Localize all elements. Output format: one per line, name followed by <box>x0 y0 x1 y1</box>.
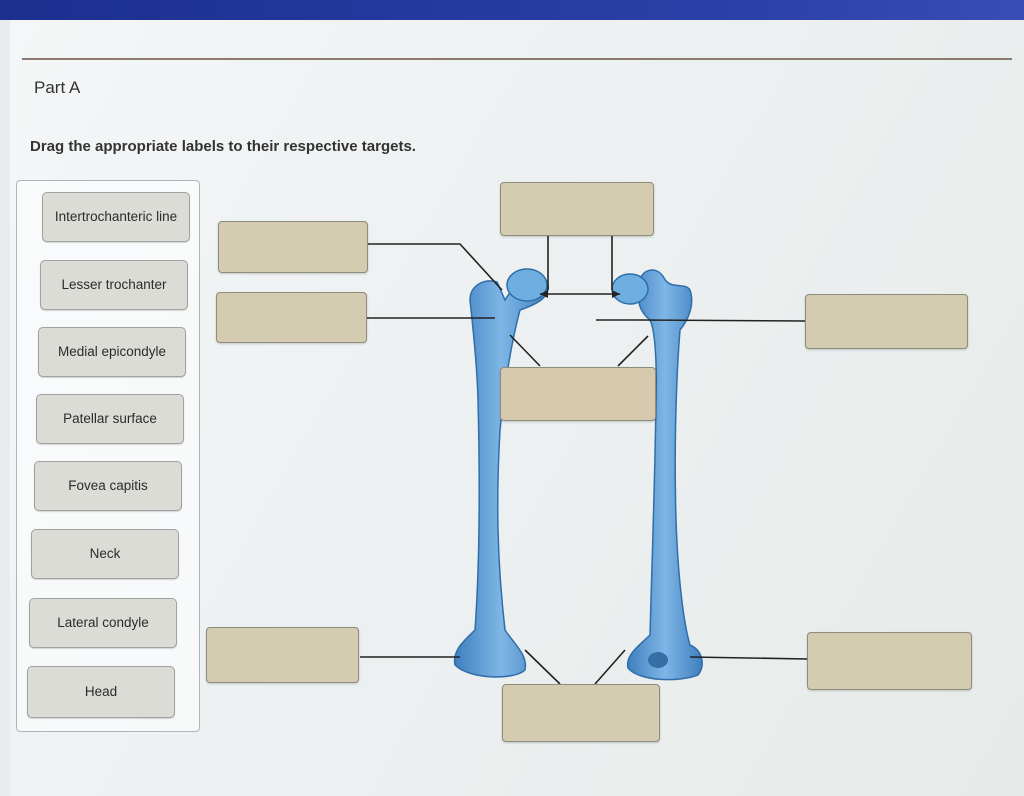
drop-target-2[interactable] <box>216 292 367 343</box>
label-head[interactable]: Head <box>27 666 175 718</box>
label-medial-epicondyle[interactable]: Medial epicondyle <box>38 327 186 377</box>
label-lesser-trochanter[interactable]: Lesser trochanter <box>40 260 188 310</box>
label-lateral-condyle[interactable]: Lateral condyle <box>29 598 177 648</box>
leader-arrowheads <box>540 290 620 298</box>
leader-lines <box>360 236 808 685</box>
right-femur-bone <box>626 269 703 681</box>
right-femur-condyle-notch <box>648 652 668 668</box>
drop-target-4[interactable] <box>500 367 656 421</box>
left-femur-head <box>506 268 548 302</box>
drop-target-7[interactable] <box>502 684 660 742</box>
femur-left-illustration <box>453 268 549 678</box>
drop-target-8[interactable] <box>807 632 972 690</box>
instruction-text: Drag the appropriate labels to their res… <box>30 138 416 155</box>
right-femur-head <box>611 273 649 305</box>
label-fovea-capitis[interactable]: Fovea capitis <box>34 461 182 511</box>
drop-target-5[interactable] <box>805 294 968 349</box>
part-title: Part A <box>34 78 81 97</box>
label-intertrochanteric-line[interactable]: Intertrochanteric line <box>42 192 190 242</box>
drop-target-1[interactable] <box>218 221 368 273</box>
femur-right-illustration <box>611 269 703 681</box>
drop-target-3[interactable] <box>500 182 654 236</box>
browser-top-bar <box>0 0 1024 20</box>
drop-target-6[interactable] <box>206 627 359 683</box>
label-patellar-surface[interactable]: Patellar surface <box>36 394 184 444</box>
left-femur-bone <box>453 275 549 678</box>
label-neck[interactable]: Neck <box>31 529 179 579</box>
section-divider <box>22 58 1012 60</box>
